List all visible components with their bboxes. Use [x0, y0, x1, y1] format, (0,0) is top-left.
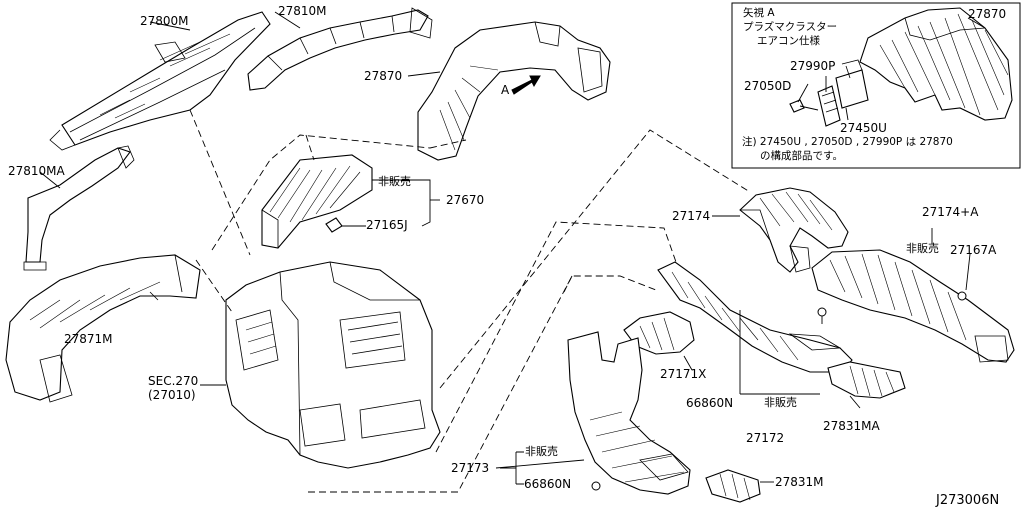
- part-27171X: [623, 311, 695, 355]
- label-27870-main: 27870: [364, 69, 403, 83]
- part-27831M: [705, 469, 761, 503]
- label-arrow-a: A: [501, 83, 510, 97]
- part-27173: [567, 331, 691, 495]
- part-27871M: [5, 254, 201, 401]
- label-27174A: 27174+A: [922, 205, 979, 219]
- inset-screw-27050D: [789, 99, 805, 113]
- inset-spec-label-1: プラズマクラスター: [743, 21, 838, 33]
- part-27670: [261, 154, 373, 249]
- label-27167A: 27167A: [950, 243, 997, 257]
- label-27165J: 27165J: [366, 218, 408, 232]
- label-hihanbai-4: 非販売: [525, 445, 558, 458]
- label-27670: 27670: [446, 193, 485, 207]
- inset-label-27050D: 27050D: [744, 79, 792, 93]
- inset-part-27450U: [835, 69, 869, 109]
- screw-27165J: [325, 217, 343, 233]
- part-27810M: [247, 9, 429, 91]
- label-27171X: 27171X: [660, 367, 707, 381]
- clip-66860N-1: [817, 307, 827, 317]
- clip-27167A: [957, 291, 967, 301]
- inset-label-27870: 27870: [968, 7, 1007, 21]
- label-hihanbai-1: 非販売: [378, 175, 411, 188]
- label-27800M: 27800M: [140, 14, 189, 28]
- part-27174: [739, 187, 849, 273]
- label-hihanbai-3: 非販売: [764, 396, 797, 409]
- part-27800M: [61, 11, 271, 146]
- heater-unit-sec270: [225, 261, 441, 469]
- inset-note-line-2: の構成部品です。: [760, 150, 843, 162]
- label-27810M: 27810M: [278, 4, 327, 18]
- clip-66860N-2: [591, 481, 601, 491]
- inset-duct-27870: [859, 7, 1013, 121]
- label-hihanbai-2: 非販売: [906, 242, 939, 255]
- part-27831MA: [827, 361, 906, 399]
- label-66860N-2: 66860N: [524, 477, 572, 491]
- inset-label-27450U: 27450U: [840, 121, 887, 135]
- label-sec270: SEC.270: [148, 374, 199, 388]
- inset-part-27990P: [817, 85, 841, 127]
- inset-label-27990P: 27990P: [790, 59, 836, 73]
- label-66860N-1: 66860N: [686, 396, 734, 410]
- label-sec270-sub: (27010): [148, 388, 196, 402]
- label-27810MA: 27810MA: [8, 164, 65, 178]
- part-27174A: [811, 249, 1015, 363]
- diagram-id: J273006N: [936, 493, 1000, 508]
- label-27173: 27173: [451, 461, 490, 475]
- label-27871M: 27871M: [64, 332, 113, 346]
- label-27174: 27174: [672, 209, 711, 223]
- label-27831MA: 27831MA: [823, 419, 880, 433]
- part-27870: [417, 21, 611, 161]
- inset-note-line-1: 注) 27450U , 27050D , 27990P は 27870: [742, 136, 953, 148]
- arrow-a: [511, 75, 541, 95]
- label-27831M: 27831M: [775, 475, 824, 489]
- label-27172: 27172: [746, 431, 785, 445]
- inset-view-label: 矢視 A: [743, 7, 775, 19]
- inset-spec-label-2: エアコン仕様: [757, 35, 820, 47]
